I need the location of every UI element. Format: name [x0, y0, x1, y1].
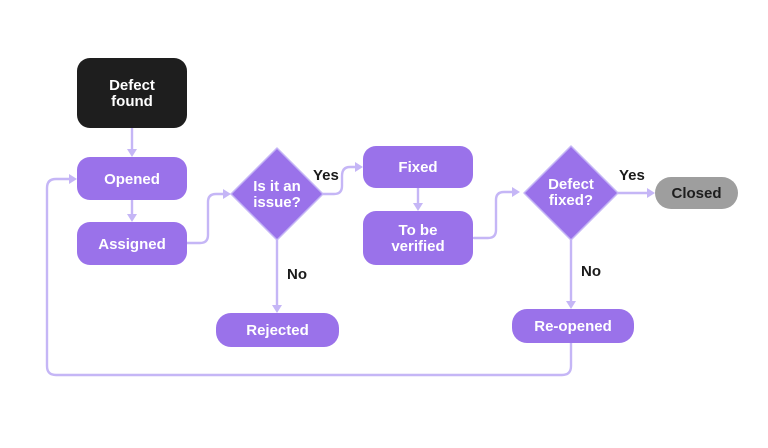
node-rejected: Rejected: [216, 313, 339, 347]
node-to-be-verified: To be verified: [363, 211, 473, 265]
defect-fixed-line1: Defect: [548, 176, 594, 193]
opened-shape: [77, 157, 187, 200]
defect-found-line1: Defect: [109, 77, 155, 94]
to-be-verified-line2: verified: [391, 238, 444, 255]
node-defect-found: Defect found: [77, 58, 187, 128]
assigned-shape: [77, 222, 187, 265]
connector-reopened-to-opened: [45, 177, 573, 377]
node-reopened: Re-opened: [512, 309, 634, 343]
to-be-verified-line1: To be: [399, 222, 438, 239]
fixed-label: Fixed: [398, 159, 437, 176]
node-opened: Opened: [77, 157, 187, 200]
arrowhead-rejected: [272, 305, 282, 313]
connector-assigned-to-issue: [185, 192, 226, 245]
fixed-shape: [363, 146, 473, 188]
reopened-label: Re-opened: [534, 318, 612, 335]
defect-fixed-line2: fixed?: [549, 192, 593, 209]
reopened-shape: [512, 309, 634, 343]
is-issue-line2: issue?: [253, 194, 301, 211]
arrowhead-assigned: [127, 214, 137, 222]
connector-issue-to-fixed: [321, 165, 358, 196]
decision-shape: [523, 145, 619, 241]
edge-label-issue-no: No: [287, 266, 307, 283]
node-defect-fixed: Defect fixed?: [523, 145, 619, 241]
arrowhead-opened: [127, 149, 137, 157]
arrowhead-closed: [647, 188, 655, 198]
arrowhead-issue: [223, 189, 231, 199]
decision-shape: [230, 147, 324, 241]
edge-label-fixed-yes: Yes: [619, 167, 645, 184]
end-shape: [655, 177, 738, 209]
start-shape: [77, 58, 187, 128]
opened-label: Opened: [104, 171, 160, 188]
to-be-verified-shape: [363, 211, 473, 265]
defect-found-line2: found: [111, 93, 153, 110]
arrowhead-opened-loop: [69, 174, 77, 184]
arrowhead-reopened: [566, 301, 576, 309]
rejected-label: Rejected: [246, 322, 309, 339]
node-fixed: Fixed: [363, 146, 473, 188]
node-is-it-an-issue: Is it an issue?: [230, 147, 324, 241]
closed-label: Closed: [671, 185, 721, 202]
connectors: [45, 126, 655, 377]
edge-label-fixed-no: No: [581, 263, 601, 280]
arrowhead-defect-fixed: [512, 187, 520, 197]
arrowhead-fixed: [355, 162, 363, 172]
connector-verified-to-defect-fixed: [472, 190, 515, 240]
is-issue-line1: Is it an: [253, 178, 301, 195]
arrowhead-verified: [413, 203, 423, 211]
assigned-label: Assigned: [98, 236, 166, 253]
node-assigned: Assigned: [77, 222, 187, 265]
edge-label-issue-yes: Yes: [313, 167, 339, 184]
rejected-shape: [216, 313, 339, 347]
node-closed: Closed: [655, 177, 738, 209]
